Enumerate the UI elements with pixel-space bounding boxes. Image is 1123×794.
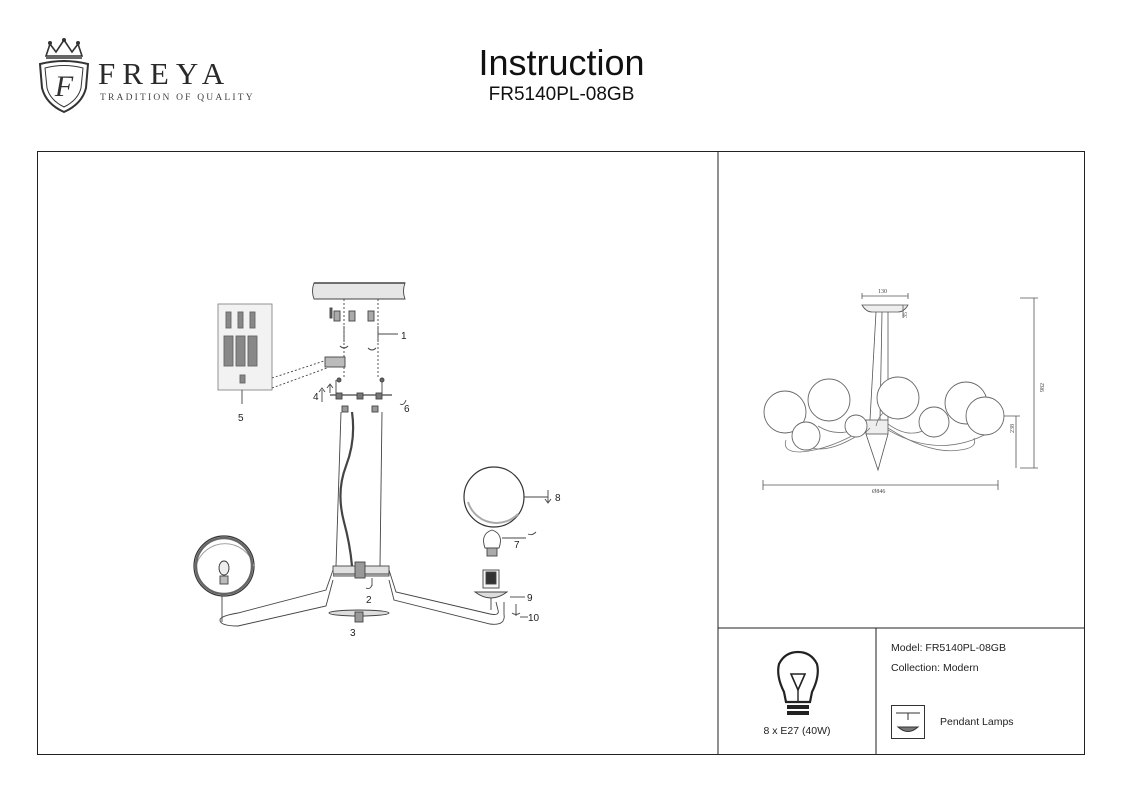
callout-3: 3 [350,628,356,639]
model-info: Model: FR5140PL-08GB [891,642,1006,654]
dim-canopy-width: 130 [878,289,887,295]
callout-10: 10 [528,613,540,624]
brand-tagline: TRADITION OF QUALITY [100,93,255,103]
callout-7: 7 [514,540,520,551]
pendant-lamp-icon [896,712,920,732]
frame-dividers [717,151,1085,755]
assembly-callouts: 1 2 3 4 5 6 7 8 9 10 [238,331,561,639]
instruction-frame [37,151,1085,755]
lamp-type-label: Pendant Lamps [940,716,1014,728]
brand-logo: F FREYA TRADITION OF QUALITY [36,38,276,118]
callout-2: 2 [366,595,372,606]
dim-canopy-height: 35 [903,312,909,318]
dimension-labels: 130 35 982 238 Ø846 [872,289,1046,495]
lamp-type-icon-box [891,705,925,739]
callout-5: 5 [238,413,244,424]
collection-info: Collection: Modern [891,662,979,674]
dim-body-height: 238 [1010,424,1016,433]
dim-total-height: 982 [1040,383,1046,392]
bulb-spec: 8 x E27 (40W) [763,725,831,737]
dimension-globes [763,376,1005,451]
callout-8: 8 [555,493,561,504]
brand-name: FREYA [98,56,232,91]
bulb-icon [777,650,819,715]
assembly-diagram [193,282,552,627]
model-code: FR5140PL-08GB [488,84,635,105]
page-title: Instruction [478,42,645,83]
callout-1: 1 [401,331,407,342]
callout-4: 4 [313,392,319,403]
crest-icon: F [38,38,90,114]
dim-diameter: Ø846 [872,489,885,495]
callout-6: 6 [404,404,410,415]
callout-9: 9 [527,593,533,604]
svg-text:F: F [54,70,74,103]
